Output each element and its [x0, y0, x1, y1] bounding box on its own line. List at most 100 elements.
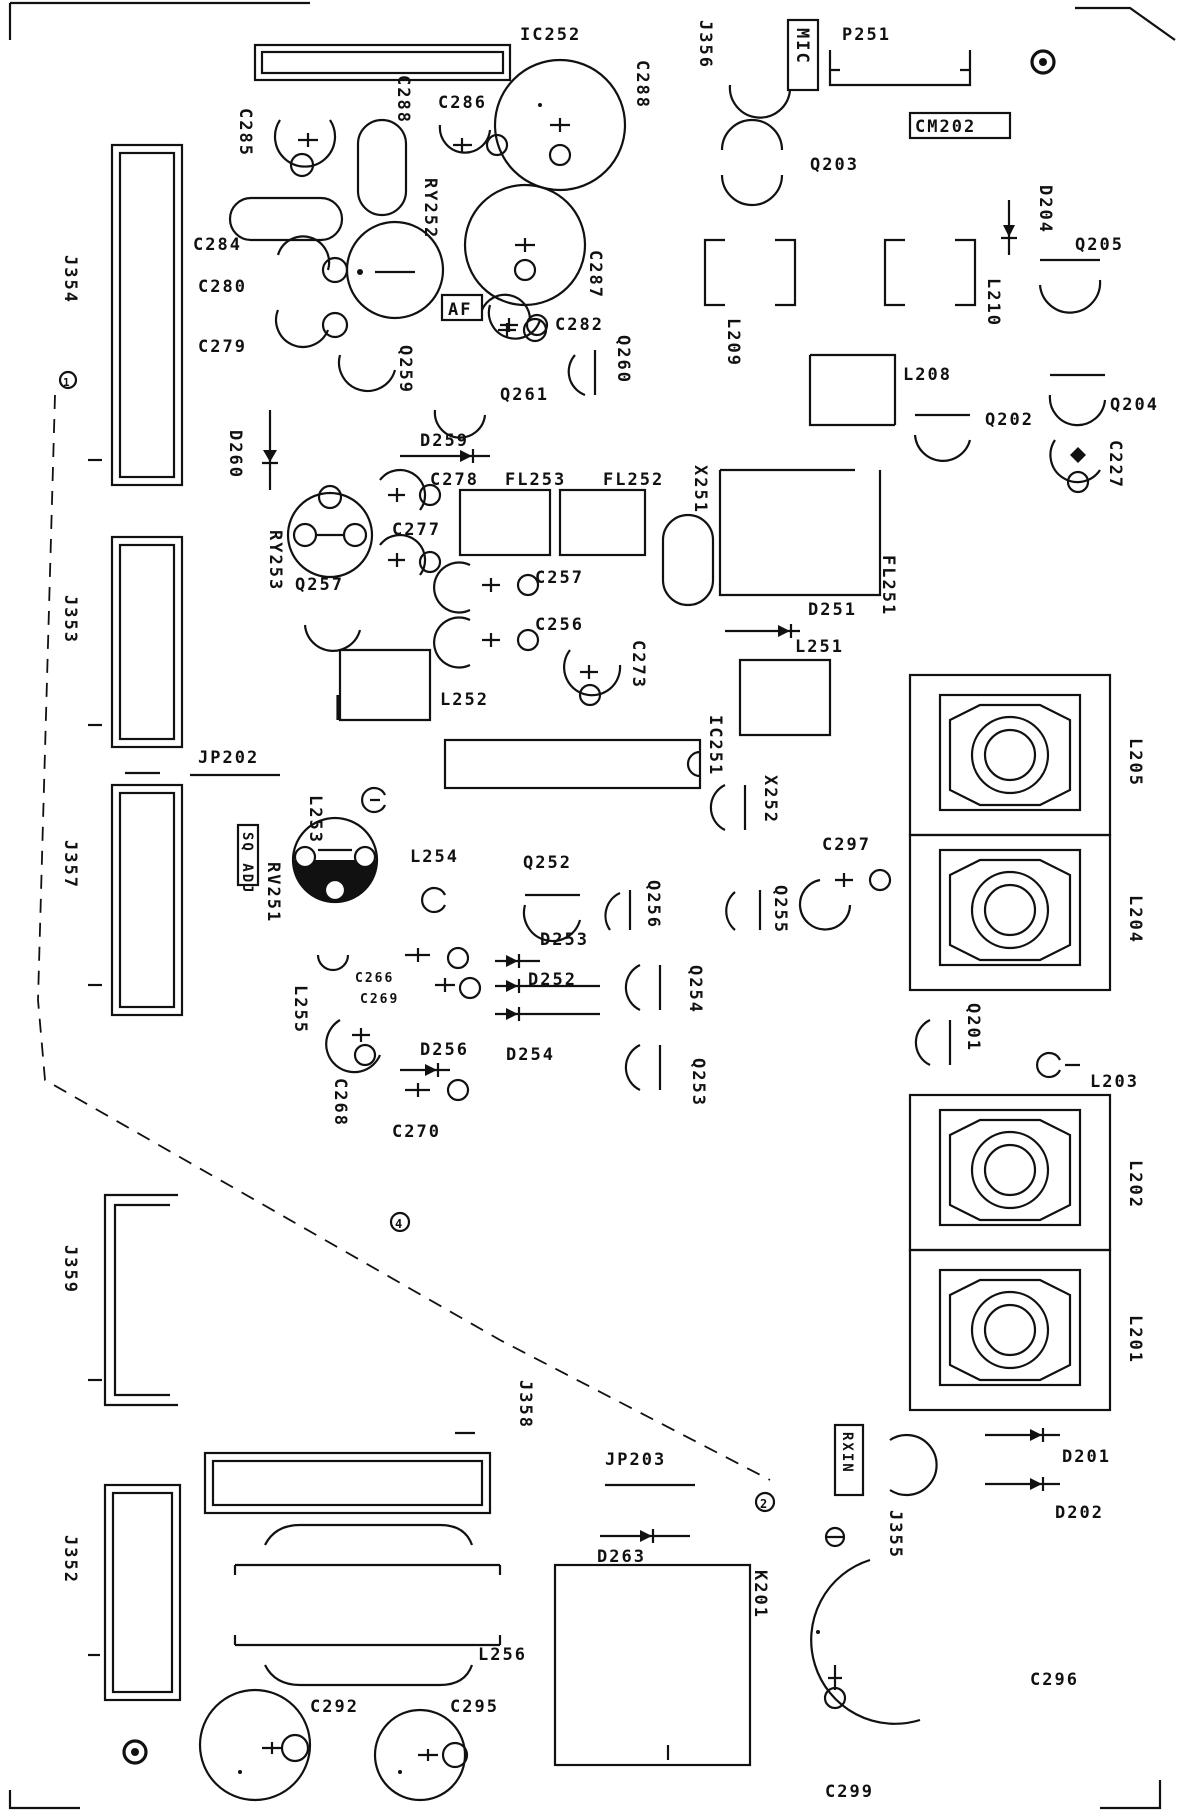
filter-fl252 [558, 488, 647, 557]
coil-l203 [1036, 1051, 1080, 1079]
capacitor-c287 [463, 183, 587, 307]
inductor-l209 [703, 238, 797, 307]
coil-l253 [361, 786, 386, 814]
capacitor-c256 [433, 616, 540, 669]
label-c288-right: C288 [632, 60, 652, 109]
capacitor-c286 [438, 124, 509, 157]
transistor-q202 [913, 413, 972, 462]
connector-j352 [88, 1483, 182, 1702]
crystal-x251 [661, 513, 715, 607]
transistor-q254 [624, 964, 662, 1011]
capacitor-c279 [275, 309, 349, 348]
label-af: AF [448, 300, 472, 320]
label-ry252: RY252 [420, 178, 440, 239]
diode-d253 [495, 954, 540, 968]
label-c285: C285 [235, 108, 255, 157]
capacitor-c278 [379, 468, 442, 511]
label-l203: L203 [1090, 1072, 1139, 1092]
connector-j358 [203, 1431, 492, 1515]
label-c269: C269 [360, 992, 399, 1007]
label-j356: J356 [695, 20, 715, 69]
relay-k201 [553, 1563, 752, 1767]
capacitor-c277 [379, 533, 442, 576]
label-k201: K201 [750, 1570, 770, 1619]
label-c268: C268 [330, 1078, 350, 1127]
label-d259: D259 [420, 431, 469, 451]
capacitor-c299 [810, 1558, 921, 1725]
connector-j353 [88, 535, 184, 749]
transistor-q256 [604, 890, 632, 931]
label-mic: MIC [792, 28, 812, 65]
diode-d259 [400, 449, 490, 463]
mounting-hole [131, 1748, 139, 1756]
label-jp202: JP202 [198, 748, 259, 768]
diode-d252 [495, 979, 600, 993]
connector-j359 [88, 1193, 178, 1407]
label-d251: D251 [808, 600, 857, 620]
label-j357: J357 [60, 840, 80, 889]
label-d260: D260 [225, 430, 245, 479]
connector-j357 [88, 771, 184, 1017]
filter-fl253 [458, 488, 552, 557]
cm202 [908, 111, 1012, 140]
label-l255: L255 [290, 985, 310, 1034]
label-ic252: IC252 [520, 25, 581, 45]
diode-d260 [262, 410, 278, 490]
label-j359: J359 [60, 1245, 80, 1294]
mounting-holes: 1 2 4 [58, 49, 1056, 1765]
coil-l204 [908, 833, 1112, 992]
label-c227: C227 [1105, 440, 1125, 489]
reference-mark-2: 2 [760, 1497, 769, 1511]
label-c288-left: C288 [393, 75, 413, 124]
label-j355: J355 [885, 1510, 905, 1559]
transistor-q252 [522, 893, 582, 943]
label-c279: C279 [198, 337, 247, 357]
diode-d202 [985, 1477, 1060, 1491]
label-p251: P251 [842, 25, 891, 45]
label-l210: L210 [983, 278, 1003, 327]
capacitor-c295 [373, 1708, 469, 1802]
label-q256: Q256 [643, 880, 663, 929]
label-l209: L209 [723, 318, 743, 367]
diode-d254 [495, 1007, 600, 1021]
label-d253: D253 [540, 930, 589, 950]
label-l253: L253 [305, 795, 325, 844]
label-q255: Q255 [770, 885, 790, 934]
coil-l255 [316, 954, 350, 972]
label-d263: D263 [597, 1547, 646, 1567]
potentiometer-rv251 [291, 816, 379, 904]
transistor-q205 [1038, 258, 1102, 314]
capacitor-c227 [1049, 439, 1101, 494]
transistor-q261 [433, 409, 487, 439]
filter-fl251 [718, 468, 882, 597]
jack-j355 [889, 1433, 938, 1497]
label-x251: X251 [690, 465, 710, 514]
label-j358: J358 [515, 1380, 535, 1429]
label-rv251: RV251 [263, 862, 283, 923]
label-l204: L204 [1125, 895, 1145, 944]
label-cm202: CM202 [915, 117, 976, 137]
capacitor-c282 [487, 304, 549, 340]
label-c266: C266 [355, 971, 394, 986]
label-fl253: FL253 [505, 470, 566, 490]
label-l254: L254 [410, 847, 459, 867]
mounting-hole [1039, 58, 1047, 66]
transistor-q255 [725, 890, 762, 931]
label-c292: C292 [310, 1697, 359, 1717]
label-q201: Q201 [963, 1003, 983, 1052]
inductor-l252 [338, 648, 432, 722]
label-c295: C295 [450, 1697, 499, 1717]
label-q257: Q257 [295, 575, 344, 595]
label-sq-adj: SQ ADJ [239, 832, 255, 895]
label-c299: C299 [825, 1782, 874, 1802]
label-l256: L256 [478, 1645, 527, 1665]
label-q259: Q259 [395, 345, 415, 394]
capacitor-c268 [325, 1019, 382, 1074]
transistor-q204 [1048, 373, 1107, 427]
diode-d201 [985, 1428, 1060, 1442]
ic252 [253, 43, 512, 82]
connector-af [440, 293, 548, 343]
reference-mark [389, 1211, 411, 1233]
label-q253: Q253 [688, 1058, 708, 1107]
label-c296: C296 [1030, 1670, 1079, 1690]
